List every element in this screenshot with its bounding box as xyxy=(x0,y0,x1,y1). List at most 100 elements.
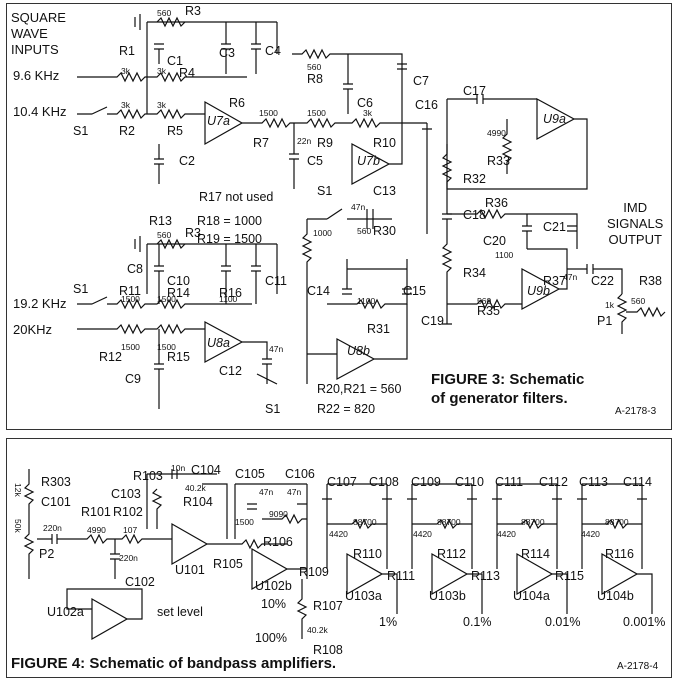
value-c104: 10n xyxy=(171,463,186,473)
label-s1-bottom: S1 xyxy=(265,402,281,416)
output-title-line-3: OUTPUT xyxy=(608,232,662,247)
value-r31: 1100 xyxy=(357,296,376,306)
label-c4: C4 xyxy=(265,44,281,58)
label-c102: C102 xyxy=(125,575,155,589)
value-r303: 12k xyxy=(13,483,23,497)
label-r33: R33 xyxy=(487,154,510,168)
label-u9a: U9a xyxy=(543,112,566,126)
label-r30: R30 xyxy=(373,224,396,238)
output-0-1pct: 0.1% xyxy=(463,615,492,629)
tap-100: 100% xyxy=(255,631,287,645)
value-r112-88700: 88700 xyxy=(437,517,461,527)
label-c112: C112 xyxy=(539,475,568,489)
label-c107: C107 xyxy=(327,475,357,489)
value-r7: 1500 xyxy=(259,108,278,118)
label-u7b: U7b xyxy=(357,154,380,168)
value-r104: 40.2k xyxy=(185,483,206,493)
label-r112: R112 xyxy=(437,547,466,561)
label-c8: C8 xyxy=(127,262,143,276)
label-c13: C13 xyxy=(373,184,396,198)
label-c3: C3 xyxy=(219,46,235,60)
value-4420-b: 4420 xyxy=(413,529,432,539)
value-r33: 4990 xyxy=(487,128,506,138)
figure-3-caption-line-1: FIGURE 3: Schematic xyxy=(431,371,585,388)
note-r17: R17 not used xyxy=(199,190,274,204)
label-r303: R303 xyxy=(41,475,71,489)
label-r110: R110 xyxy=(353,547,382,561)
value-r1: 3k xyxy=(121,66,130,76)
value-r10: 3k xyxy=(363,108,372,118)
label-c10: C10 xyxy=(167,274,190,288)
set-level-label: set level xyxy=(157,605,203,619)
label-r101: R101 xyxy=(81,505,111,519)
value-r35: 560 xyxy=(477,296,492,306)
value-4420-c: 4420 xyxy=(497,529,516,539)
label-c1: C1 xyxy=(167,54,183,68)
figure-4-code: A-2178-4 xyxy=(617,661,659,672)
label-r9: R9 xyxy=(317,136,333,150)
value-c101: 220n xyxy=(43,523,62,533)
label-r111: R111 xyxy=(387,569,416,583)
label-c16: C16 xyxy=(415,98,438,112)
label-r8: R8 xyxy=(307,72,323,86)
label-r34: R34 xyxy=(463,266,486,280)
inputs-title: SQUARE WAVE INPUTS xyxy=(11,10,66,58)
figure-3-schematic xyxy=(77,14,666,409)
label-r114: R114 xyxy=(521,547,550,561)
value-r110-88700: 88700 xyxy=(353,517,377,527)
label-s1-top: S1 xyxy=(73,124,89,138)
label-r102: R102 xyxy=(113,505,143,519)
label-r14: R14 xyxy=(167,286,190,300)
label-s1-mid: S1 xyxy=(317,184,333,198)
figure-3-caption-line-2: of generator filters. xyxy=(431,390,568,407)
value-r8: 560 xyxy=(307,62,322,72)
label-c108: C108 xyxy=(369,475,399,489)
label-r106: R106 xyxy=(263,535,293,549)
label-c15: C15 xyxy=(403,284,426,298)
note-r20: R20,R21 = 560 xyxy=(317,382,402,396)
figure-4-schematic xyxy=(23,469,653,641)
label-r35: R35 xyxy=(477,304,500,318)
output-title: IMD SIGNALS OUTPUT xyxy=(607,200,663,248)
value-r14-top: 560 xyxy=(157,230,172,240)
value-r102: 107 xyxy=(123,525,138,535)
label-u8b: U8b xyxy=(347,344,370,358)
value-r12: 1500 xyxy=(121,342,140,352)
value-r38: 560 xyxy=(631,296,646,306)
label-u102b: U102b xyxy=(255,579,292,593)
label-c21: C21 xyxy=(543,220,566,234)
label-r37: R37 xyxy=(543,274,566,288)
label-r15: R15 xyxy=(167,350,190,364)
value-r101: 4990 xyxy=(87,525,106,535)
value-r106: 9090 xyxy=(269,509,288,519)
value-4420-a: 4420 xyxy=(329,529,348,539)
label-c14: C14 xyxy=(307,284,330,298)
label-r38: R38 xyxy=(639,274,662,288)
output-title-line-1: IMD xyxy=(623,200,648,215)
label-s1-low: S1 xyxy=(73,282,89,296)
label-c104: C104 xyxy=(191,463,221,477)
label-u7a: U7a xyxy=(207,114,230,128)
value-r18: 1000 xyxy=(313,228,332,238)
inputs-title-line-3: INPUTS xyxy=(11,42,59,57)
value-r14: 1500 xyxy=(157,294,176,304)
value-r2: 3k xyxy=(121,100,130,110)
label-u104b: U104b xyxy=(597,589,634,603)
label-r36: R36 xyxy=(485,196,508,210)
label-r113: R113 xyxy=(471,569,500,583)
label-p1: P1 xyxy=(597,314,613,328)
label-r11: R11 xyxy=(119,284,142,298)
figure-3-code: A-2178-3 xyxy=(615,406,657,417)
value-r107: 40.2k xyxy=(307,625,328,635)
label-c22: C22 xyxy=(591,274,614,288)
value-r5: 3k xyxy=(157,100,166,110)
freq-9-6-label: 9.6 KHz xyxy=(13,68,60,83)
label-r108: R108 xyxy=(313,643,343,657)
label-r31: R31 xyxy=(367,322,390,336)
figure-3-panel: SQUARE WAVE INPUTS IMD SIGNALS OUTPUT 9.… xyxy=(6,3,672,430)
label-c101: C101 xyxy=(41,495,71,509)
value-r114-88700: 88700 xyxy=(521,517,545,527)
label-r3: R3 xyxy=(185,4,201,18)
label-r104: R104 xyxy=(183,495,213,509)
label-r103: R103 xyxy=(133,469,163,483)
